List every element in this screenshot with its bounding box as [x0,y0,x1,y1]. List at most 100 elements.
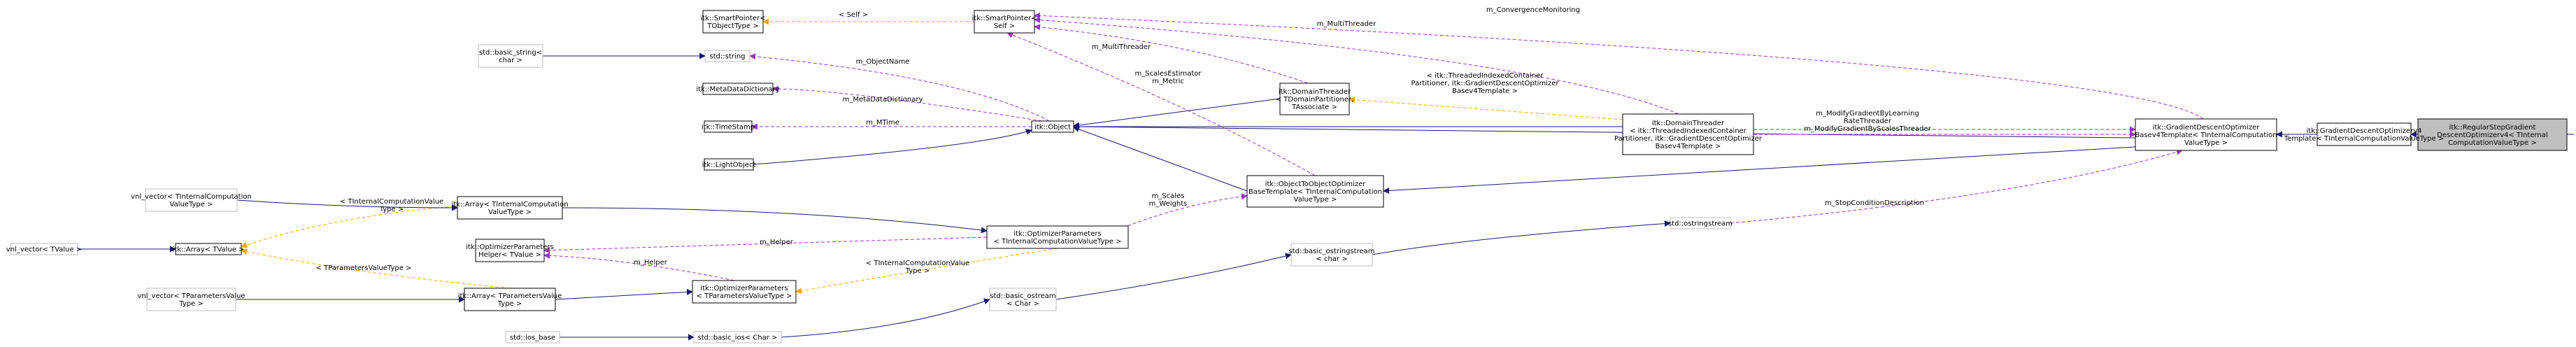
class-node-basic-ostream[interactable]: std::basic_ostream< Char > [989,288,1057,311]
class-node-meta-dict[interactable]: itk::MetaDataDictionary [696,83,780,95]
edge-label-scales-est: m_Metric [1152,78,1184,85]
class-node-label: std::basic_string< [479,49,542,57]
class-node-label: Helper< TValue > [478,251,541,259]
class-node-label: itk::DomainThreader [1652,120,1725,127]
class-node-opt-params-tparam[interactable]: itk::OptimizerParameters< TParametersVal… [692,280,797,304]
class-node-label: < char > [1316,255,1347,263]
class-node-box [1246,175,1384,208]
edge-inherit-arrow [555,288,693,300]
edge-usage-arrow [749,53,1050,122]
class-node-time-stamp[interactable]: itk::TimeStamp [702,120,755,133]
edge-inherit-arrow [1055,253,1292,300]
class-node-smart-self[interactable]: itk::SmartPointer<Self > [972,10,1037,34]
class-node-box [702,10,764,34]
class-node-vnl-vector-tic[interactable]: vnl_vector< TInternalComputationValueTyp… [131,188,252,212]
class-node-basic-ios[interactable]: std::basic_ios< Char > [693,331,782,344]
class-node-label: itk::OptimizerParameters [466,243,553,251]
edge-inherit-arrow [1073,126,1248,192]
class-node-box [145,188,238,212]
edge-label-self: < Self > [839,11,868,19]
class-node-label: < TDomainPartitioner, [1276,96,1354,104]
edge-template-arrow [1349,97,1623,120]
edge-inherit-arrow [1372,220,1671,255]
class-node-label: std::ios_base [510,334,555,342]
class-node-label: < itk::ThreadedIndexedContainer [1630,127,1747,135]
class-node-box [974,10,1035,34]
edge-label-conv: m_ConvergenceMonitoring [1486,6,1580,14]
edge-usage-arrow [1034,17,1679,115]
class-node-regular-step[interactable]: itk::RegularStepGradientDescentOptimizer… [2417,118,2568,151]
class-node-domain-threader-big[interactable]: itk::DomainThreader< itk::ThreadedIndexe… [1614,113,1763,155]
edge-label-stopcond: m_StopConditionDescription [1825,199,1924,207]
class-node-box [2417,118,2568,151]
edge-label-helper-bottom: m_Helper [634,259,668,267]
edge-inherit-arrow [781,298,990,338]
class-node-array-tvalue[interactable]: itk::Array< TValue > [173,243,245,255]
class-node-vnl-vector-tvalue[interactable]: vnl_vector< TValue > [6,243,82,255]
class-node-box [704,158,754,171]
class-node-basic-ostringstream[interactable]: std::basic_ostringstream< char > [1288,243,1375,267]
class-node-gdo-base4[interactable]: itk::GradientDescentOptimizerBasev4Templ… [2135,118,2277,151]
class-node-domain-threader-small[interactable]: itk::DomainThreader< TDomainPartitioner,… [1276,83,1354,115]
class-node-label: itk::LightObject [702,162,756,169]
edge-inherit-arrow [236,199,458,211]
class-node-label: < TParametersValueType > [697,292,792,300]
edge-label-threaded-part: < itk::ThreadedIndexedContainer [1427,72,1544,80]
class-node-label: itk::GradientDescentOptimizer [2153,124,2261,132]
class-node-gdo4[interactable]: itk::GradientDescentOptimizerv4Template<… [2284,122,2445,146]
class-node-box [478,44,543,68]
class-node-ios-base[interactable]: std::ios_base [505,331,560,344]
class-node-vnl-vector-tparam[interactable]: vnl_vector< TParametersValueType > [137,288,245,311]
class-node-box [1279,83,1350,115]
class-node-box [175,243,242,255]
class-node-label: vnl_vector< TInternalComputation [131,193,252,201]
edge-usage-arrow [543,252,735,281]
class-node-box [505,331,560,344]
edge-label-helper-top: m_Helper [760,239,794,246]
edge-labels: < Self > m_ConvergenceMonitoring m_MultiTh… [316,6,1932,275]
class-node-label: std::string [710,53,746,61]
class-node-label: itk::GradientDescentOptimizerv4 [2307,127,2422,135]
class-node-label: vnl_vector< TValue > [6,246,82,254]
class-node-label: std::basic_ostream [990,292,1055,300]
class-node-label: itk::OptimizerParameters [700,285,788,292]
edge-inherit-arrow [1383,146,2136,194]
class-node-basic-string[interactable]: std::basic_string<char > [478,44,543,68]
edge-inherit-arrow [1073,98,1281,129]
class-node-std-string[interactable]: std::string [704,50,750,62]
class-node-obj-to-obj[interactable]: itk::ObjectToObjectOptimizerBaseTemplate… [1246,175,1384,208]
edge-usage-arrow [1034,24,1309,84]
edge-label-scales: m_Scales [1152,192,1185,200]
class-node-array-tic[interactable]: itk::Array< TInternalComputationValueTyp… [451,196,569,220]
class-node-label: < TInternalComputationValueType > [994,238,1122,246]
class-node-itk-object[interactable]: itk::Object [1031,120,1074,133]
class-node-label: ComputationValueType > [2448,139,2537,147]
edges [78,12,2574,341]
edge-label-modify: m_ModifyGradientByLearning [1816,110,1919,118]
edge-label-multithreader-mid: m_MultiThreader [1092,43,1151,51]
class-node-box [986,225,1129,249]
class-node-light-object[interactable]: itk::LightObject [702,158,756,171]
class-node-label: itk::Array< TParametersValue [458,292,562,300]
class-node-box [464,288,556,311]
class-node-label: Basev4Template > [1656,143,1721,150]
class-node-box [702,83,774,95]
class-node-box [146,288,236,311]
class-node-label: std::basic_ios< Char > [698,334,778,342]
class-node-label: TObjectType > [706,22,758,30]
edge-label-multithreader-top: m_MultiThreader [1317,20,1376,28]
class-node-box [692,280,797,304]
class-node-smart-tobj[interactable]: itk::SmartPointer<TObjectType > [701,10,766,34]
class-node-ostringstream[interactable]: std::ostringstream [1668,217,1732,229]
class-node-opt-params-tic[interactable]: itk::OptimizerParameters< TInternalCompu… [986,225,1129,249]
edge-usage-arrow [1006,31,1316,176]
edge-label-modify: RateThreader [1844,118,1892,125]
class-node-label: std::ostringstream [1668,220,1732,228]
edge-label-objectname: m_ObjectName [856,58,910,66]
edge-usage-arrow [1034,12,2204,120]
class-node-array-tparam[interactable]: itk::Array< TParametersValueType > [458,288,562,311]
class-node-label: ValueType > [488,208,532,216]
class-node-label: Type > [178,300,204,308]
